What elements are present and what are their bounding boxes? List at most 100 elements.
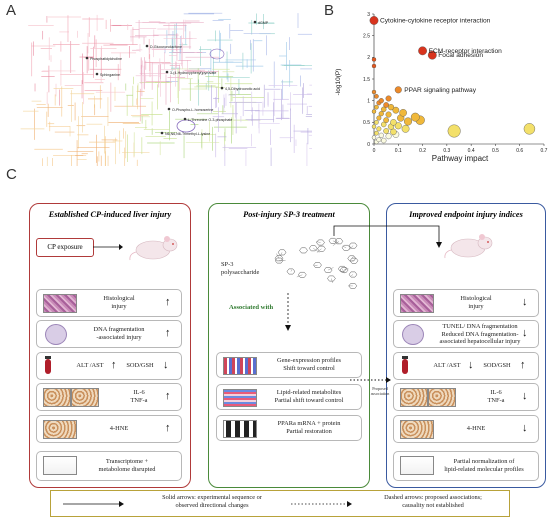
dna-image — [402, 324, 424, 345]
data-point — [371, 89, 377, 95]
data-point — [371, 109, 377, 114]
data-point — [523, 123, 536, 135]
data-point — [403, 117, 413, 126]
col3-row: ALT /AST↓SOD/GSH↑ — [393, 352, 539, 380]
data-point — [383, 102, 389, 108]
direction-arrow: ↓ — [468, 359, 474, 371]
data-point — [390, 119, 397, 126]
network-node — [85, 56, 89, 60]
row-label: ALT /AST — [433, 362, 461, 369]
row-label: Transcriptome + metabolome disrupted — [98, 458, 156, 473]
data-point — [380, 137, 387, 144]
row-label: 4-HNE — [109, 425, 129, 432]
histology-image — [43, 294, 77, 313]
column-title: Established CP-induced liver injury — [48, 210, 172, 219]
metabolic-network-map: dGMP D-GlucuronolactonePhosphatidylcholin… — [20, 12, 312, 166]
blood-tube-icon — [43, 356, 53, 381]
panel-c-label: C — [6, 166, 17, 183]
point-label: ECM-receptor interaction — [429, 48, 503, 55]
ihc-image — [43, 420, 77, 439]
network-node — [165, 70, 169, 74]
point-label: PPAR signaling pathway — [404, 87, 476, 94]
col2-row: Gene-expression profiles Shift toward co… — [216, 352, 362, 378]
blot-image — [223, 420, 257, 438]
col1-row: DNA fragmentation -associated injury↑ — [36, 320, 182, 348]
network-node-label: Phosphatidylcholine — [90, 57, 122, 61]
network-node — [160, 131, 164, 135]
x-axis-label: Pathway impact — [432, 154, 489, 163]
direction-arrow: ↓ — [522, 390, 528, 402]
data-point — [371, 135, 377, 140]
row-label: TUNEL/ DNA fragmentation Reduced DNA fra… — [439, 323, 521, 346]
direction-arrow: ↓ — [522, 296, 528, 308]
point-label: Cytokine-cytokine receptor interaction — [380, 18, 491, 25]
data-point — [374, 94, 379, 99]
row-label: DNA fragmentation -associated injury — [93, 326, 145, 341]
network-node — [183, 117, 187, 121]
omics-image — [400, 456, 434, 475]
direction-arrow: ↑ — [111, 359, 117, 371]
row-label: IL-6 TNF-a — [487, 389, 505, 404]
data-point — [371, 124, 377, 129]
arrow-icon — [93, 244, 123, 250]
data-point — [394, 86, 402, 94]
data-point — [385, 111, 392, 118]
col2-row: Lipid-related metabolites Partial shift … — [216, 384, 362, 410]
x-tick-label: 0.5 — [492, 148, 499, 154]
data-point — [369, 16, 379, 25]
data-point — [399, 109, 407, 117]
network-node-label: dGMP — [258, 21, 269, 25]
network-node-label: D-Glucuronolactone — [150, 45, 182, 49]
data-point — [378, 98, 384, 104]
col1-row: ALT /AST↑SOD/GSH↓ — [36, 352, 182, 380]
direction-arrow: ↓ — [522, 422, 528, 434]
data-point — [376, 115, 382, 121]
y-tick-label: 1.5 — [363, 77, 370, 83]
data-point — [383, 117, 389, 124]
associated-with-label: Associated with — [229, 304, 274, 311]
data-point — [394, 122, 402, 130]
network-node-label: 3-(4-Hydroxyphenyl)pyruvate — [170, 71, 216, 75]
data-point — [447, 124, 461, 138]
data-point — [387, 104, 395, 111]
data-point — [383, 128, 389, 134]
direction-arrow: ↑ — [165, 296, 171, 308]
row-label: 4-HNE — [466, 425, 486, 432]
data-point — [376, 126, 382, 132]
y-tick-label: 3 — [367, 12, 370, 18]
y-tick-label: 1 — [367, 98, 370, 104]
treatment-connector-arrow — [333, 225, 442, 248]
data-point — [374, 120, 379, 125]
direction-arrow: ↓ — [163, 359, 169, 371]
x-tick-label: 0.7 — [541, 148, 548, 154]
network-node — [253, 20, 257, 24]
row-label: Histological injury — [103, 295, 135, 310]
col3-row: Histological injury↓ — [393, 289, 539, 317]
compound-label: SP-3 polysaccharide — [221, 261, 260, 276]
ihc-image — [71, 388, 99, 407]
data-point — [380, 121, 387, 128]
col1-row: IL-6 TNF-a↑ — [36, 383, 182, 411]
dotted-down-arrow — [285, 293, 291, 331]
data-point — [418, 46, 427, 56]
cp-exposure-label: CP exposure — [47, 243, 83, 251]
network-node-label: N6,N6,N6-Trimethyl-L-lysine — [165, 132, 210, 136]
x-tick-label: 0.3 — [443, 148, 450, 154]
polysaccharide-structure — [274, 237, 359, 289]
panel-b-label: B — [324, 2, 335, 19]
direction-arrow: ↑ — [165, 422, 171, 434]
data-point — [374, 130, 379, 136]
network-node-label: L-Threonine O-3-phosphate — [188, 118, 232, 122]
y-tick-label: 2 — [367, 55, 370, 61]
data-point — [390, 128, 397, 136]
data-point — [380, 106, 387, 113]
dna-image — [45, 324, 67, 345]
data-point — [371, 57, 377, 62]
row-label: SOD/GSH — [483, 362, 511, 369]
ihc-image — [43, 388, 71, 407]
x-tick-label: 0.1 — [395, 148, 402, 154]
data-point — [385, 133, 392, 140]
mouse-icon — [442, 230, 497, 265]
y-tick-label: 0.5 — [363, 120, 370, 126]
